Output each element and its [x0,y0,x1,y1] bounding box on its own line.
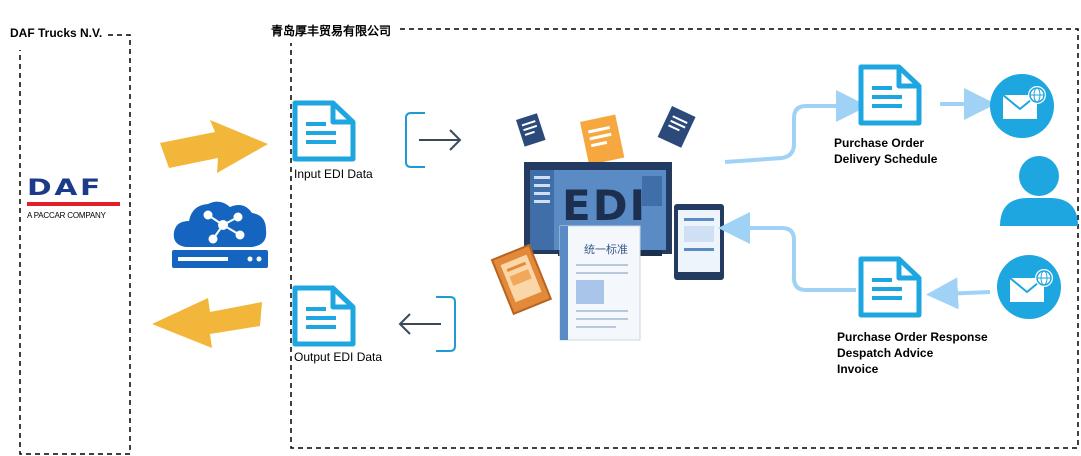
inbound-doc-item: Invoice [837,362,879,376]
inbound-doc-item: Purchase Order Response [837,330,988,344]
right-party-title: 青岛厚丰贸易有限公司 [271,24,392,38]
purchase-order-document-icon [858,64,922,126]
email-icon-inbound [997,255,1061,319]
user-icon [1000,156,1078,226]
inbound-doc-item: Despatch Advice [837,346,934,360]
import-arrow-icon [405,112,462,168]
email-icon-outbound [990,74,1054,138]
daf-logo: DAF A PACCAR COMPANY [27,178,125,224]
yellow-arrow-left [152,298,262,348]
purchase-order-response-document-icon [858,256,922,318]
output-edi-label: Output EDI Data [294,350,383,364]
edi-illustration-graphics [490,106,724,341]
export-arrow-icon [398,296,456,352]
edi-screen-text: EDI [562,181,648,230]
outbound-doc-item: Purchase Order [834,136,925,150]
daf-logo-tagline: A PACCAR COMPANY [27,211,106,220]
daf-logo-red-bar [27,202,120,206]
yellow-arrow-right [160,120,268,173]
inbound-doc-list: Purchase Order Response Despatch Advice … [837,329,988,377]
edi-illustration: EDI 统一标准 [480,100,730,345]
input-document-icon [292,100,356,162]
daf-logo-wordmark: DAF [27,176,104,201]
edi-paper-text: 统一标准 [584,244,628,256]
outbound-doc-item: Delivery Schedule [834,152,938,166]
input-edi-label: Input EDI Data [294,167,373,181]
left-party-title: DAF Trucks N.V. [10,26,103,40]
cloud-server-icon [172,201,268,268]
output-document-icon [292,285,356,347]
outbound-doc-list: Purchase Order Delivery Schedule [834,135,937,167]
